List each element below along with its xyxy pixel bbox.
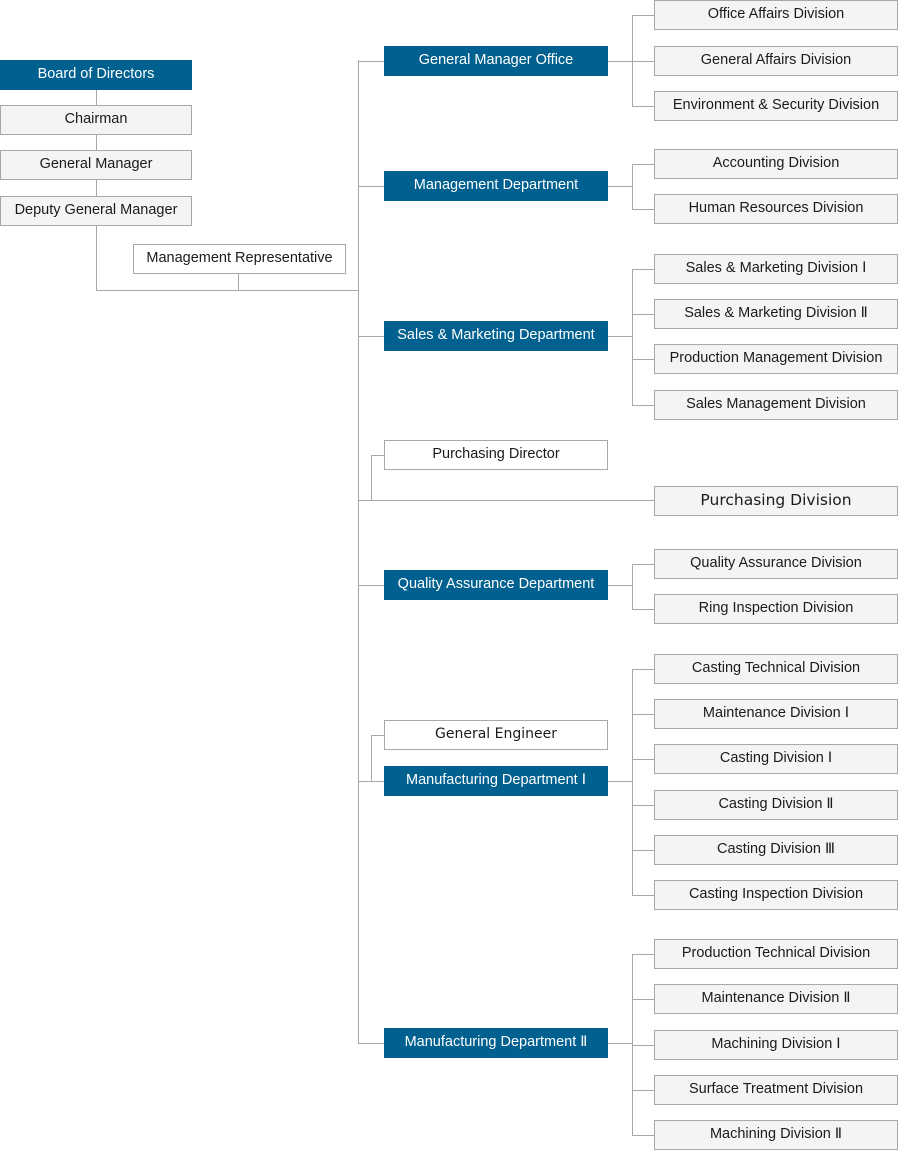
connector-trunk-to-gm-office — [358, 61, 384, 62]
connector-mfg2-bus — [632, 954, 633, 1135]
department-node-manufacturing-department[interactable]: Manufacturing Department Ⅱ — [384, 1028, 608, 1058]
connector-main-trunk — [358, 60, 359, 1043]
connector-sales-dept-branch-2 — [632, 314, 654, 315]
department-node-management-department[interactable]: Management Department — [384, 171, 608, 201]
connector-mgmt-rep-stub-down — [238, 274, 239, 290]
division-node-accounting-division[interactable]: Accounting Division — [654, 149, 898, 179]
division-node-machining-division[interactable]: Machining Division Ⅱ — [654, 1120, 898, 1150]
connector-purchasing-director-riser — [371, 455, 372, 500]
org-node-board-of-directors[interactable]: Board of Directors — [0, 60, 192, 90]
connector-mfg1-branch-3 — [632, 759, 654, 760]
connector-management-dept-bus — [632, 164, 633, 209]
division-node-general-affairs-division[interactable]: General Affairs Division — [654, 46, 898, 76]
department-node-general-manager-office[interactable]: General Manager Office — [384, 46, 608, 76]
connector-general-engineer-stub — [371, 735, 384, 736]
connector-mfg2-out — [608, 1043, 632, 1044]
connector-mfg2-branch-4 — [632, 1090, 654, 1091]
connector-mfg1-branch-1 — [632, 669, 654, 670]
division-node-maintenance-division[interactable]: Maintenance Division Ⅱ — [654, 984, 898, 1014]
connector-trunk-to-purchasing-line — [358, 500, 654, 501]
connector-gm-to-dgm — [96, 180, 97, 196]
connector-sales-dept-branch-3 — [632, 359, 654, 360]
division-node-casting-technical-division[interactable]: Casting Technical Division — [654, 654, 898, 684]
connector-qa-dept-branch-2 — [632, 609, 654, 610]
connector-gm-office-branch-2 — [632, 61, 654, 62]
connector-trunk-to-mfg1 — [358, 781, 384, 782]
division-node-casting-division[interactable]: Casting Division Ⅰ — [654, 744, 898, 774]
connector-mfg1-bus — [632, 669, 633, 895]
division-node-casting-division[interactable]: Casting Division Ⅱ — [654, 790, 898, 820]
connector-trunk-to-sales-dept — [358, 336, 384, 337]
connector-gm-office-branch-1 — [632, 15, 654, 16]
staff-node-general-engineer[interactable]: General Engineer — [384, 720, 608, 750]
division-node-quality-assurance-division[interactable]: Quality Assurance Division — [654, 549, 898, 579]
org-node-general-manager[interactable]: General Manager — [0, 150, 192, 180]
connector-mfg1-branch-2 — [632, 714, 654, 715]
connector-management-dept-branch-2 — [632, 209, 654, 210]
connector-mfg1-branch-4 — [632, 805, 654, 806]
connector-general-engineer-riser — [371, 735, 372, 781]
connector-mfg2-branch-1 — [632, 954, 654, 955]
connector-trunk-to-mfg2 — [358, 1043, 384, 1044]
org-node-management-representative[interactable]: Management Representative — [133, 244, 346, 274]
connector-mfg1-branch-5 — [632, 850, 654, 851]
division-node-maintenance-division[interactable]: Maintenance Division Ⅰ — [654, 699, 898, 729]
connector-dgm-down-to-spine — [96, 226, 97, 290]
connector-chairman-to-gm — [96, 135, 97, 150]
connector-sales-dept-branch-4 — [632, 405, 654, 406]
connector-mfg1-out — [608, 781, 632, 782]
org-node-chairman[interactable]: Chairman — [0, 105, 192, 135]
connector-mfg2-branch-3 — [632, 1045, 654, 1046]
connector-qa-dept-branch-1 — [632, 564, 654, 565]
division-node-environment-and-security-division[interactable]: Environment & Security Division — [654, 91, 898, 121]
division-node-casting-inspection-division[interactable]: Casting Inspection Division — [654, 880, 898, 910]
connector-board-to-chairman — [96, 90, 97, 105]
org-node-deputy-general-manager[interactable]: Deputy General Manager — [0, 196, 192, 226]
connector-dgm-spine-to-trunk — [96, 290, 358, 291]
connector-gm-office-branch-3 — [632, 106, 654, 107]
connector-gm-office-out — [608, 61, 632, 62]
division-node-sales-management-division[interactable]: Sales Management Division — [654, 390, 898, 420]
division-node-machining-division[interactable]: Machining Division Ⅰ — [654, 1030, 898, 1060]
staff-node-purchasing-director[interactable]: Purchasing Director — [384, 440, 608, 470]
connector-management-dept-branch-1 — [632, 164, 654, 165]
division-node-production-technical-division[interactable]: Production Technical Division — [654, 939, 898, 969]
division-node-casting-division[interactable]: Casting Division Ⅲ — [654, 835, 898, 865]
connector-sales-dept-branch-1 — [632, 269, 654, 270]
connector-trunk-to-management-dept — [358, 186, 384, 187]
division-node-office-affairs-division[interactable]: Office Affairs Division — [654, 0, 898, 30]
department-node-sales-and-marketing-department[interactable]: Sales & Marketing Department — [384, 321, 608, 351]
division-node-sales-and-marketing-division[interactable]: Sales & Marketing Division Ⅰ — [654, 254, 898, 284]
connector-gm-office-bus — [632, 15, 633, 106]
connector-qa-dept-bus — [632, 564, 633, 609]
department-node-quality-assurance-department[interactable]: Quality Assurance Department — [384, 570, 608, 600]
connector-mfg2-branch-5 — [632, 1135, 654, 1136]
connector-purchasing-director-stub — [371, 455, 384, 456]
division-node-surface-treatment-division[interactable]: Surface Treatment Division — [654, 1075, 898, 1105]
connector-sales-dept-bus — [632, 269, 633, 405]
connector-sales-dept-out — [608, 336, 632, 337]
division-node-purchasing-division[interactable]: Purchasing Division — [654, 486, 898, 516]
connector-trunk-to-qa-dept — [358, 585, 384, 586]
connector-management-dept-out — [608, 186, 632, 187]
division-node-production-management-division[interactable]: Production Management Division — [654, 344, 898, 374]
division-node-sales-and-marketing-division[interactable]: Sales & Marketing Division Ⅱ — [654, 299, 898, 329]
department-node-manufacturing-department[interactable]: Manufacturing Department Ⅰ — [384, 766, 608, 796]
division-node-human-resources-division[interactable]: Human Resources Division — [654, 194, 898, 224]
connector-mfg1-branch-6 — [632, 895, 654, 896]
division-node-ring-inspection-division[interactable]: Ring Inspection Division — [654, 594, 898, 624]
connector-qa-dept-out — [608, 585, 632, 586]
connector-mfg2-branch-2 — [632, 999, 654, 1000]
